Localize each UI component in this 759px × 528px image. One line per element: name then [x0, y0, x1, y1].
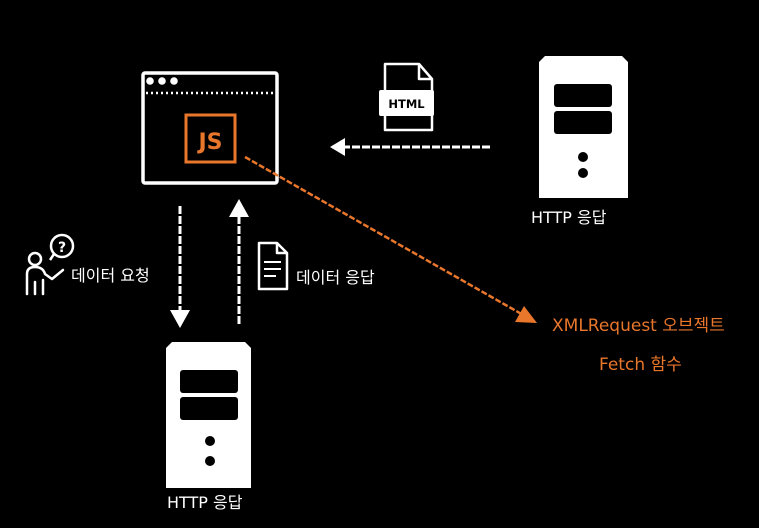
arrow-request-down: [170, 206, 190, 328]
person-question-icon: ?: [25, 233, 75, 296]
response-label: 데이터 응답: [296, 268, 375, 287]
fetch-label: Fetch 함수: [599, 355, 682, 375]
html-file-icon: HTML: [379, 62, 434, 132]
server-top-right-label: HTTP 응답: [531, 208, 607, 227]
server-top-right-icon: [539, 56, 628, 198]
server-bottom-label: HTTP 응답: [167, 493, 243, 512]
server-bottom-icon: [166, 342, 251, 488]
xml-request-label: XMLRequest 오브젝트: [552, 316, 725, 336]
document-icon: [257, 241, 289, 291]
arrow-js-to-apis: [244, 155, 537, 323]
request-label: 데이터 요청: [71, 266, 150, 285]
browser-window: [141, 71, 279, 185]
js-badge-text: JS: [196, 130, 222, 155]
arrow-server-to-browser: [330, 138, 490, 156]
html-file-label: HTML: [388, 97, 425, 111]
svg-text:?: ?: [58, 240, 66, 256]
js-icon: JS: [184, 113, 237, 164]
arrow-response-up: [229, 199, 249, 324]
